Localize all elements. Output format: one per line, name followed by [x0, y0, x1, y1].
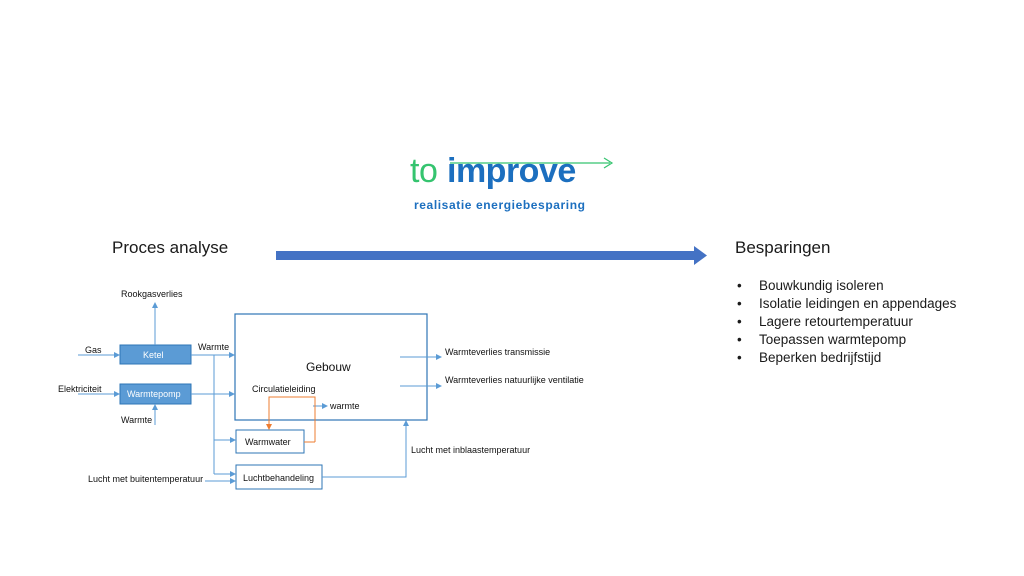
warmte-out-label: Warmte [198, 342, 230, 352]
lucht-inblaas-label: Lucht met inblaastemperatuur [411, 445, 531, 455]
logo-prefix: to [410, 152, 438, 190]
ketel-label: Ketel [143, 350, 164, 360]
savings-list: Bouwkundig isoleren Isolatie leidingen e… [737, 277, 956, 367]
verlies-ventilatie-label: Warmteverlies natuurlijke ventilatie [445, 375, 584, 385]
elektriciteit-label: Elektriciteit [58, 384, 102, 394]
savings-heading: Besparingen [735, 238, 831, 257]
warmwater-label: Warmwater [245, 437, 291, 447]
gebouw-box [234, 313, 428, 421]
savings-item: Toepassen warmtepomp [737, 331, 956, 349]
verlies-transmissie-label: Warmteverlies transmissie [445, 347, 551, 357]
logo-arrow-icon [450, 157, 614, 169]
warmte-small-label: warmte [330, 401, 360, 411]
savings-item: Beperken bedrijfstijd [737, 349, 956, 367]
lucht-buiten-label: Lucht met buitentemperatuur [88, 474, 204, 484]
process-analysis-heading: Proces analyse [112, 238, 229, 257]
warmte-in-label: Warmte [121, 415, 153, 425]
logo-main: improve [447, 152, 576, 190]
luchtbehandeling-label: Luchtbehandeling [243, 473, 315, 483]
process-arrow [276, 246, 707, 265]
luchtbehandeling-box [235, 464, 323, 490]
savings-item: Isolatie leidingen en appendages [737, 295, 956, 313]
gas-label: Gas [85, 345, 102, 355]
warmtepomp-label: Warmtepomp [127, 389, 181, 399]
logo-tagline: realisatie energiebesparing [414, 198, 586, 212]
savings-item: Lagere retourtemperatuur [737, 313, 956, 331]
savings-item: Bouwkundig isoleren [737, 277, 956, 295]
gebouw-label: Gebouw [306, 360, 351, 374]
rookgasverlies-label: Rookgasverlies [121, 289, 183, 299]
circulatieleiding-label: Circulatieleiding [252, 384, 316, 394]
company-logo: to improve realisatie energiebesparing [410, 152, 620, 216]
